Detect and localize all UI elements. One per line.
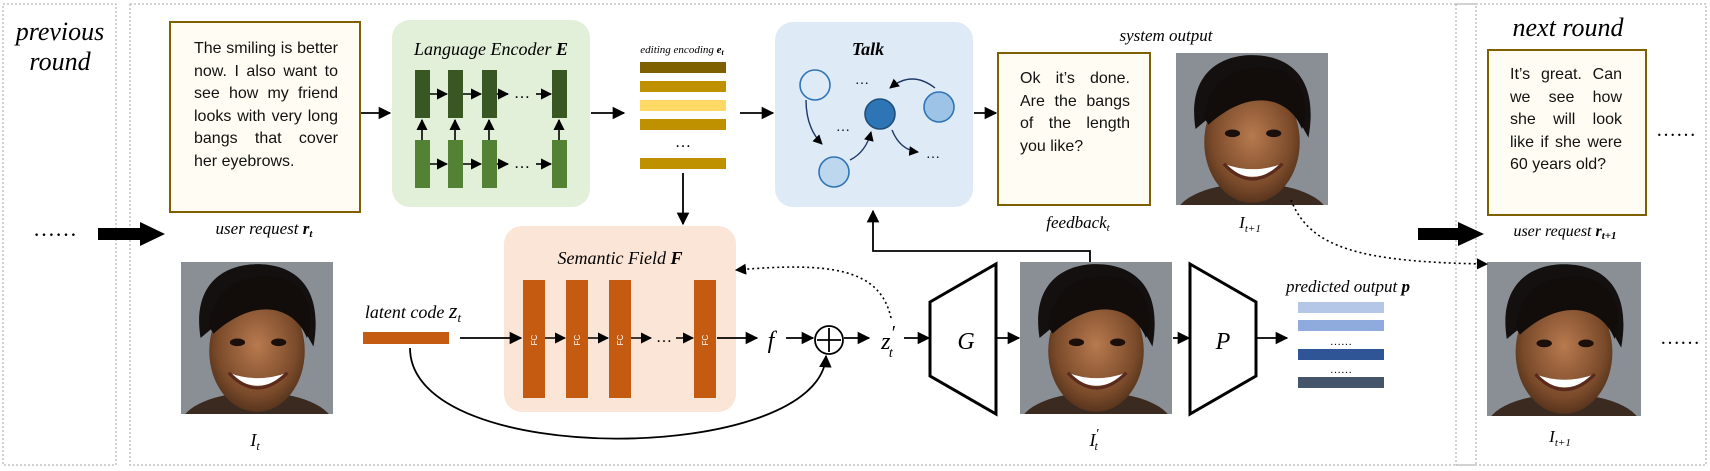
svg-text:…: … (514, 155, 530, 172)
semantic-direction-f: f (768, 328, 778, 354)
feedback-text: Ok it’s done. Are the bangs of the lengt… (1020, 70, 1130, 155)
input-image-label: It (249, 430, 260, 453)
user-request-label: user request rt (216, 219, 314, 240)
feedback-label: feedbackt (1046, 213, 1110, 234)
big-arrow-right (1418, 222, 1484, 246)
next-request-label: user request rt+1 (1513, 223, 1616, 242)
svg-text:FC: FC (530, 334, 539, 345)
next-request-text: It’s great. Can we see how she will look… (1510, 66, 1622, 173)
svg-text:FC: FC (573, 334, 582, 345)
editing-encoding-label: editing encoding et (640, 44, 724, 57)
predicted-dots-2: …… (1330, 364, 1352, 376)
next-face-image (1487, 262, 1641, 416)
encoder-cells: … … (415, 70, 567, 188)
big-arrow-left (98, 222, 165, 246)
previous-round-panel (2, 3, 117, 466)
input-face-image (181, 262, 333, 414)
svg-text:…: … (514, 85, 530, 102)
generator-label: G (957, 329, 974, 355)
svg-text:FC: FC (701, 334, 710, 345)
previous-round-title-1: previous (14, 17, 105, 46)
add-operator (814, 325, 844, 355)
svg-text:…: … (836, 120, 850, 135)
generator-g (928, 261, 998, 417)
svg-text:…: … (926, 147, 940, 162)
flow-arrows (361, 106, 1289, 440)
svg-text:…: … (656, 329, 672, 346)
language-encoder-title: Language Encoder E (413, 39, 568, 59)
predicted-output-label: predicted output p (1285, 277, 1410, 296)
editing-encoding-stripes (640, 62, 726, 169)
dotted-arrows (734, 199, 1489, 319)
edited-image-label: I′t (1088, 427, 1099, 453)
user-request-text: The smiling is better now. I also want t… (194, 40, 338, 170)
next-image-label: It+1 (1548, 427, 1571, 449)
output-face-image (1176, 53, 1328, 205)
system-output-label: system output (1119, 26, 1213, 45)
user-request-box (169, 21, 361, 213)
talk-title: Talk (852, 39, 884, 59)
previous-round-title-2: round (29, 47, 91, 76)
edited-latent-label: z′t (880, 322, 895, 361)
next-request-box (1487, 49, 1647, 216)
predictor-label: P (1215, 329, 1231, 355)
semantic-field-title: Semantic Field F (558, 248, 683, 268)
previous-round-dots: …… (33, 216, 77, 241)
svg-text:FC: FC (616, 334, 625, 345)
feedback-box (997, 52, 1151, 206)
next-round-title: next round (1513, 13, 1625, 42)
predicted-dots-1: …… (1330, 336, 1352, 348)
predictor-p (1188, 261, 1258, 417)
next-round-dots-bottom: …… (1660, 327, 1700, 349)
svg-text:…: … (855, 73, 869, 88)
latent-code-bar (363, 332, 449, 344)
latent-code-label: latent code zt (365, 298, 462, 325)
next-round-dots-top: …… (1656, 119, 1696, 141)
editing-encoding-ellipsis: … (675, 134, 691, 151)
predicted-output-stripes (1298, 302, 1384, 388)
output-image-label: It+1 (1238, 213, 1261, 235)
next-round-panel (1455, 3, 1707, 466)
talk-graph: … … … (799, 69, 955, 188)
fc-layers: FC FC FC FC … (523, 280, 716, 398)
